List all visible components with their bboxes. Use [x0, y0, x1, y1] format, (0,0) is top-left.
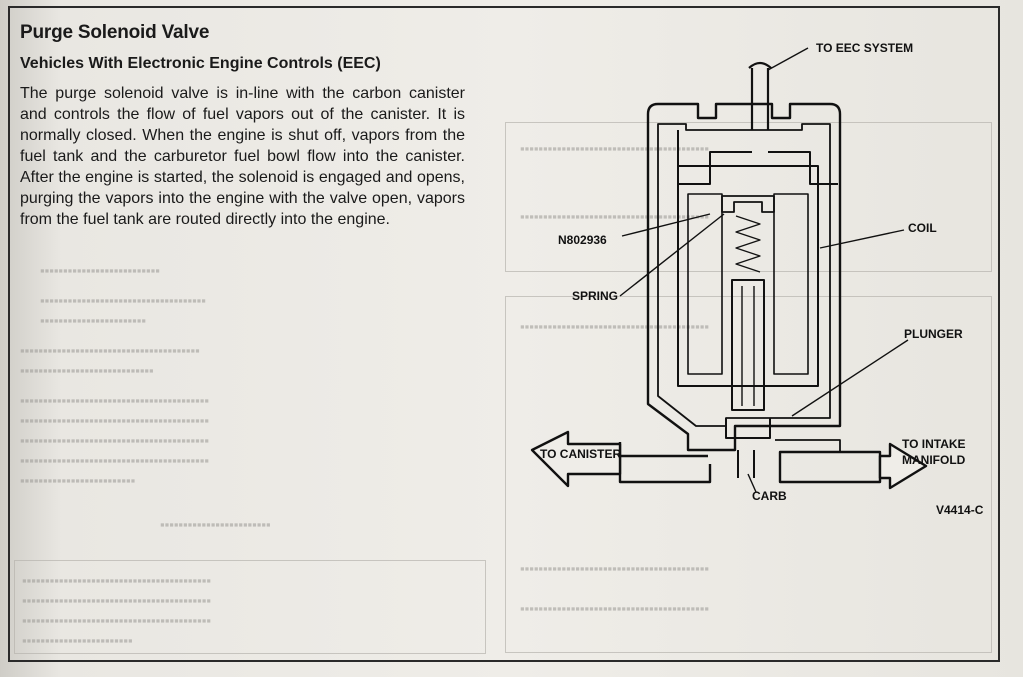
eec-port-cap	[748, 61, 772, 69]
label-plunger: PLUNGER	[904, 327, 963, 341]
leader-eec	[767, 47, 809, 71]
bleed-through-box	[505, 296, 992, 653]
housing-outline	[646, 102, 842, 452]
coil-bobbin	[677, 165, 819, 387]
coil-winding-left	[687, 193, 723, 375]
bleed-through-line: ▪▪▪▪▪▪▪▪▪▪▪▪▪▪▪▪▪▪▪▪▪▪▪▪▪▪▪▪▪▪▪▪▪▪▪▪	[40, 293, 206, 308]
label-part-number: N802936	[558, 233, 607, 247]
bleed-through-line: ▪▪▪▪▪▪▪▪▪▪▪▪▪▪▪▪▪▪▪▪▪▪▪▪▪▪▪▪▪▪▪▪▪▪▪▪▪▪▪▪…	[20, 393, 209, 408]
bleed-through-line: ▪▪▪▪▪▪▪▪▪▪▪▪▪▪▪▪▪▪▪▪▪▪▪▪▪▪▪▪▪	[20, 363, 154, 378]
arrow-to-intake	[878, 442, 928, 490]
content-frame	[8, 6, 1000, 662]
bleed-through-box	[505, 122, 992, 272]
bleed-through-box	[14, 560, 486, 654]
valve-seat	[725, 418, 771, 439]
leader-coil	[819, 229, 905, 249]
bleed-through-line: ▪▪▪▪▪▪▪▪▪▪▪▪▪▪▪▪▪▪▪▪▪▪▪▪	[22, 633, 133, 648]
arrow-to-canister	[530, 430, 622, 488]
leader-plunger	[791, 339, 909, 417]
bleed-through-line: ▪▪▪▪▪▪▪▪▪▪▪▪▪▪▪▪▪▪▪▪▪▪▪▪▪	[20, 473, 136, 488]
intake-port-inner	[775, 439, 841, 452]
solenoid-cutaway-svg: TO EEC SYSTEM COIL N802936 SPRING PLUNGE…	[530, 41, 984, 517]
leader-carb	[747, 473, 757, 493]
bleed-through-line: ▪▪▪▪▪▪▪▪▪▪▪▪▪▪▪▪▪▪▪▪▪▪▪▪▪▪▪▪▪▪▪▪▪▪▪▪▪▪▪▪…	[520, 209, 709, 224]
label-to-canister: TO CANISTER	[540, 447, 621, 461]
bleed-through-line: ▪▪▪▪▪▪▪▪▪▪▪▪▪▪▪▪▪▪▪▪▪▪▪▪▪▪▪▪▪▪▪▪▪▪▪▪▪▪▪▪…	[22, 613, 211, 628]
bleed-through-line: ▪▪▪▪▪▪▪▪▪▪▪▪▪▪▪▪▪▪▪▪▪▪▪	[40, 313, 146, 328]
bleed-through-line: ▪▪▪▪▪▪▪▪▪▪▪▪▪▪▪▪▪▪▪▪▪▪▪▪▪▪▪▪▪▪▪▪▪▪▪▪▪▪▪▪…	[20, 433, 209, 448]
label-carb: CARB	[752, 489, 787, 503]
plunger-body	[731, 279, 765, 411]
bleed-through-line: ▪▪▪▪▪▪▪▪▪▪▪▪▪▪▪▪▪▪▪▪▪▪▪▪▪▪▪▪▪▪▪▪▪▪▪▪▪▪▪▪…	[20, 453, 209, 468]
section-title: Purge Solenoid Valve	[20, 22, 210, 43]
leader-part-number	[621, 213, 711, 237]
section-body: The purge solenoid valve is in-line with…	[20, 85, 465, 228]
label-to-eec: TO EEC SYSTEM	[816, 41, 913, 55]
bleed-through-line: ▪▪▪▪▪▪▪▪▪▪▪▪▪▪▪▪▪▪▪▪▪▪▪▪▪▪▪▪▪▪▪▪▪▪▪▪▪▪▪▪…	[22, 573, 211, 588]
carb-port	[737, 450, 755, 478]
bleed-through-line: ▪▪▪▪▪▪▪▪▪▪▪▪▪▪▪▪▪▪▪▪▪▪▪▪▪▪▪▪▪▪▪▪▪▪▪▪▪▪▪▪…	[20, 413, 209, 428]
cap-chamber	[677, 130, 838, 185]
spring-coil	[735, 215, 761, 273]
bleed-through-line: ▪▪▪▪▪▪▪▪▪▪▪▪▪▪▪▪▪▪▪▪▪▪▪▪▪▪	[40, 263, 160, 278]
stationary-core	[721, 195, 775, 213]
label-manifold: MANIFOLD	[902, 453, 966, 467]
label-coil: COIL	[908, 221, 937, 235]
bleed-through-line: ▪▪▪▪▪▪▪▪▪▪▪▪▪▪▪▪▪▪▪▪▪▪▪▪▪▪▪▪▪▪▪▪▪▪▪▪▪▪▪▪…	[22, 593, 211, 608]
inner-housing-wall	[657, 123, 831, 427]
section-subtitle: Vehicles With Electronic Engine Controls…	[20, 55, 381, 72]
bleed-through-line: ▪▪▪▪▪▪▪▪▪▪▪▪▪▪▪▪▪▪▪▪▪▪▪▪▪▪▪▪▪▪▪▪▪▪▪▪▪▪▪	[20, 343, 200, 358]
purge-solenoid-diagram: TO EEC SYSTEM COIL N802936 SPRING PLUNGE…	[520, 34, 990, 524]
bleed-through-line: ▪▪▪▪▪▪▪▪▪▪▪▪▪▪▪▪▪▪▪▪▪▪▪▪▪▪▪▪▪▪▪▪▪▪▪▪▪▪▪▪…	[520, 561, 709, 576]
leader-spring	[619, 213, 725, 297]
text-column: Purge Solenoid Valve Vehicles With Elect…	[20, 22, 465, 230]
bleed-through-line: ▪▪▪▪▪▪▪▪▪▪▪▪▪▪▪▪▪▪▪▪▪▪▪▪▪▪▪▪▪▪▪▪▪▪▪▪▪▪▪▪…	[520, 319, 709, 334]
plunger-slot	[741, 286, 755, 406]
intake-port	[778, 450, 882, 484]
label-spring: SPRING	[572, 289, 618, 303]
bleed-through-line: ▪▪▪▪▪▪▪▪▪▪▪▪▪▪▪▪▪▪▪▪▪▪▪▪	[160, 517, 271, 532]
bleed-through-line: ▪▪▪▪▪▪▪▪▪▪▪▪▪▪▪▪▪▪▪▪▪▪▪▪▪▪▪▪▪▪▪▪▪▪▪▪▪▪▪▪…	[520, 141, 709, 156]
coil-winding-right	[773, 193, 809, 375]
eec-port-tube	[750, 68, 770, 130]
figure-id: V4414-C	[936, 503, 984, 517]
label-to-intake: TO INTAKE	[902, 437, 966, 451]
bleed-through-line: ▪▪▪▪▪▪▪▪▪▪▪▪▪▪▪▪▪▪▪▪▪▪▪▪▪▪▪▪▪▪▪▪▪▪▪▪▪▪▪▪…	[520, 601, 709, 616]
canister-port	[618, 442, 712, 484]
